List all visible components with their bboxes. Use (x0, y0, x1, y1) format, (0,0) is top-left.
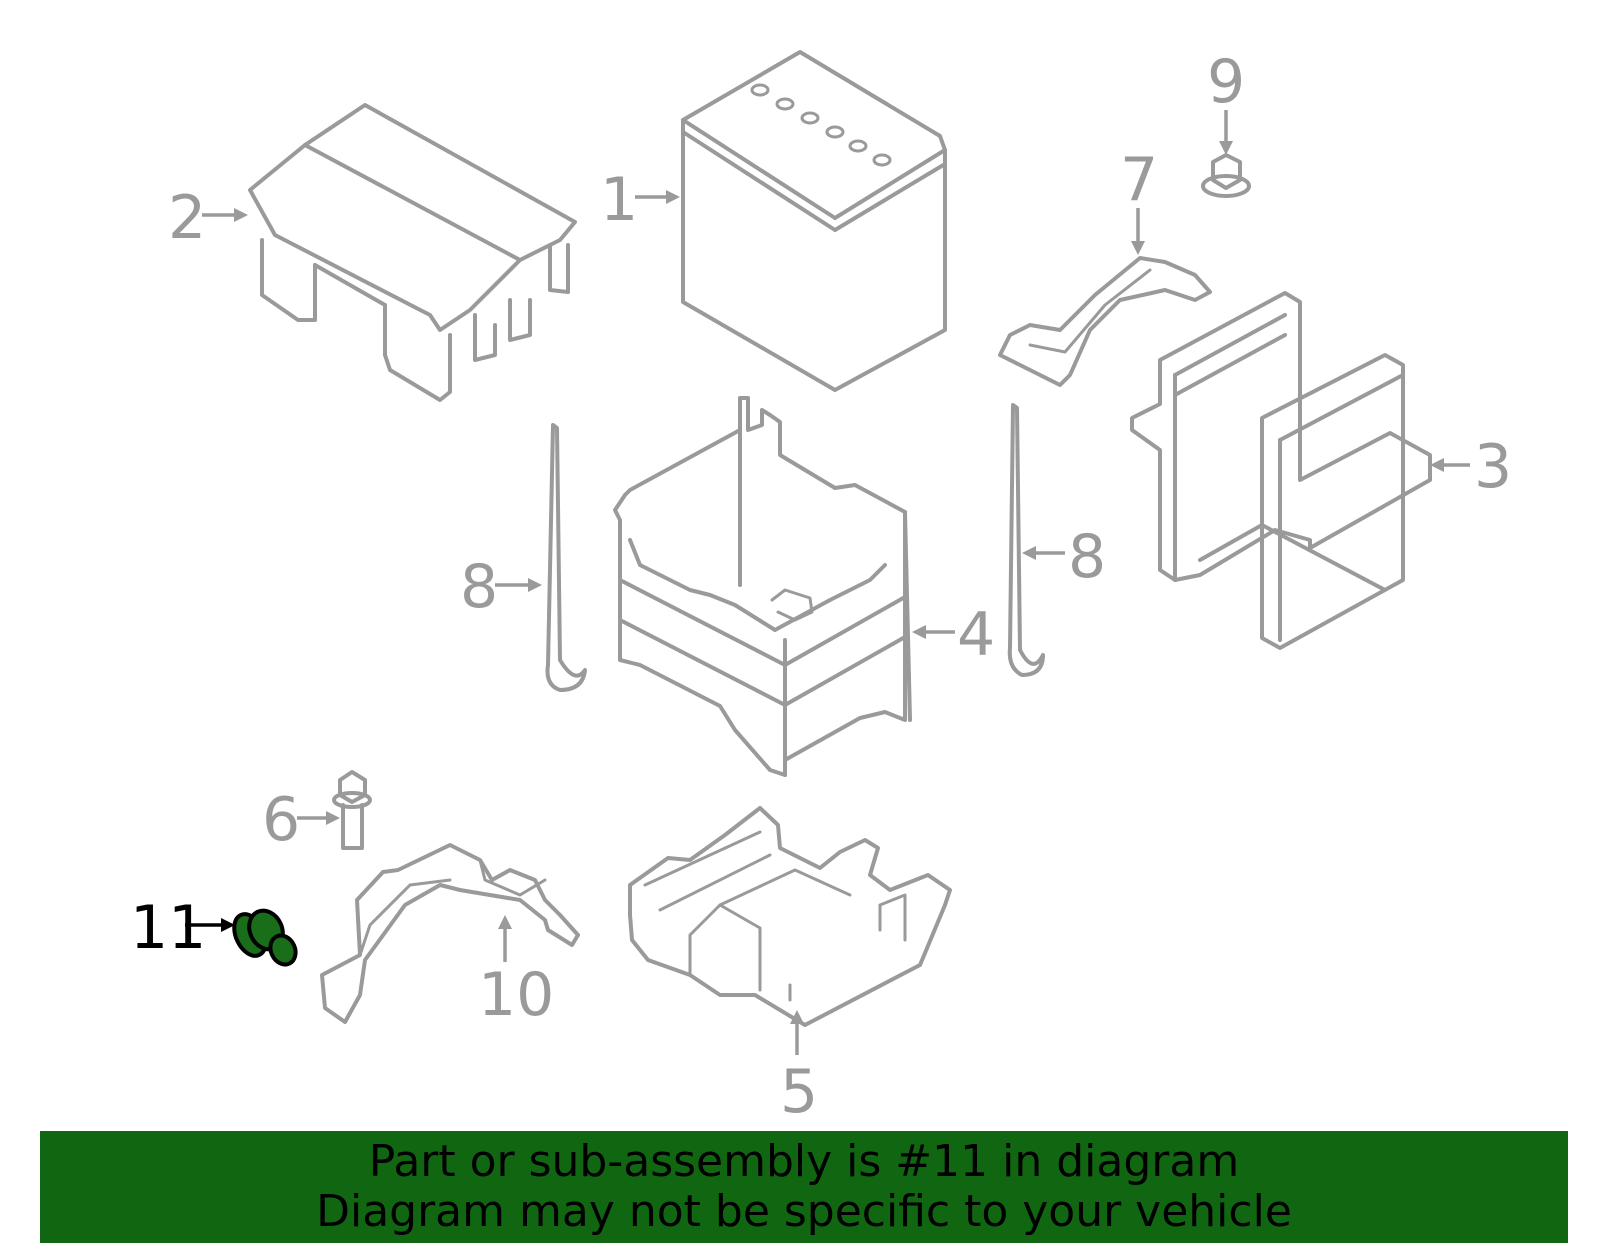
banner-line-1: Part or sub-assembly is #11 in diagram (368, 1136, 1240, 1187)
callout-9: 9 (1207, 47, 1245, 117)
callout-1: 1 (600, 165, 638, 235)
part-2-battery-cover[interactable] (248, 103, 577, 402)
callout-5: 5 (780, 1057, 818, 1127)
callout-4: 4 (957, 600, 995, 670)
callout-labels: 1 2 3 4 5 6 7 8 8 9 10 11 (130, 47, 1512, 1127)
callout-8-left: 8 (460, 552, 498, 622)
callout-arrows (185, 110, 1470, 1055)
part-8-rod-right[interactable] (1007, 403, 1045, 677)
banner-line-2: Diagram may not be specific to your vehi… (316, 1186, 1292, 1237)
callout-6: 6 (262, 785, 300, 855)
callout-11: 11 (130, 893, 206, 963)
callout-7: 7 (1120, 145, 1158, 215)
part-4-battery-tray[interactable] (613, 396, 912, 777)
callout-3: 3 (1474, 432, 1512, 502)
part-8-rod-left[interactable] (545, 423, 587, 692)
part-3-battery-box[interactable] (1130, 291, 1432, 650)
part-6-bolt[interactable] (332, 770, 372, 850)
part-5-base-tray[interactable] (628, 806, 952, 1027)
part-7-bracket[interactable] (998, 256, 1212, 387)
part-9-nut[interactable] (1201, 153, 1251, 198)
callout-8-right: 8 (1068, 522, 1106, 592)
callout-2: 2 (168, 183, 206, 253)
part-10-bracket[interactable] (320, 843, 580, 1024)
callout-10: 10 (478, 960, 554, 1030)
part-11-clip[interactable] (228, 905, 300, 969)
info-banner: Part or sub-assembly is #11 in diagram D… (40, 1131, 1568, 1243)
part-1-battery[interactable] (681, 50, 947, 392)
